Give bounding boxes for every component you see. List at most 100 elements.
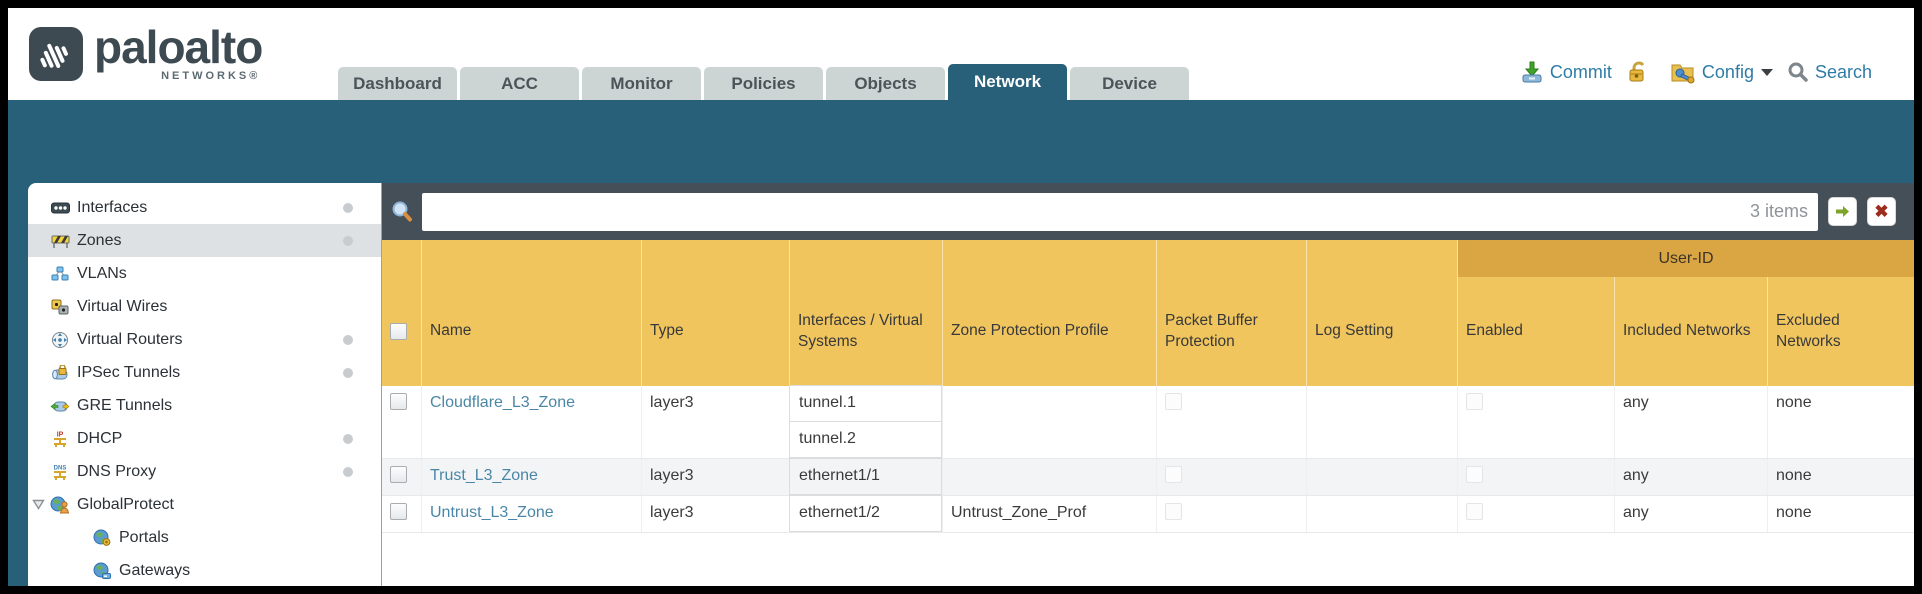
column-header-label: Type	[650, 322, 684, 340]
tab-monitor[interactable]: Monitor	[582, 67, 701, 100]
sidebar-item-label: Zones	[77, 231, 122, 249]
tab-device[interactable]: Device	[1070, 67, 1189, 100]
header-actions: Commit Config	[1506, 60, 1872, 84]
sidebar-item-globalprotect[interactable]: GlobalProtect	[28, 488, 381, 521]
sidebar-item-gre-tunnels[interactable]: GRE Tunnels	[28, 389, 381, 422]
sidebar-item-vlans[interactable]: VLANs	[28, 257, 381, 290]
column-header-excluded-networks[interactable]: Excluded Networks	[1768, 240, 1914, 386]
sidebar-item-label: GRE Tunnels	[77, 396, 173, 414]
packet-buffer-protection-checkbox[interactable]	[1165, 503, 1182, 520]
paloalto-logo-icon	[29, 27, 83, 81]
log-setting-cell	[1307, 496, 1458, 532]
sidebar-item-virtual-wires[interactable]: Virtual Wires	[28, 290, 381, 323]
user-id-enabled-cell	[1458, 386, 1615, 458]
row-select-cell	[382, 496, 422, 532]
zone-type-cell: layer3	[642, 459, 790, 495]
tab-objects[interactable]: Objects	[826, 67, 945, 100]
packet-buffer-protection-cell	[1157, 386, 1307, 458]
column-header-label: Name	[430, 322, 472, 340]
sidebar-item-virtual-routers[interactable]: Virtual Routers	[28, 323, 381, 356]
svg-text:IP: IP	[57, 431, 64, 438]
included-networks-cell: any	[1615, 496, 1768, 532]
included-networks-cell: any	[1615, 386, 1768, 458]
user-id-enabled-checkbox[interactable]	[1466, 503, 1483, 520]
interfaces-cell: ethernet1/1	[789, 458, 943, 495]
column-header-type[interactable]: Type	[642, 240, 790, 386]
packet-buffer-protection-checkbox[interactable]	[1165, 466, 1182, 483]
packet-buffer-protection-cell	[1157, 459, 1307, 495]
commit-button[interactable]: Commit	[1520, 60, 1612, 84]
tab-policies[interactable]: Policies	[704, 67, 823, 100]
select-all-checkbox[interactable]	[390, 323, 407, 340]
presence-dot-icon	[343, 367, 353, 378]
zone-name-link[interactable]: Untrust_L3_Zone	[430, 504, 554, 521]
filter-input[interactable]	[422, 192, 1750, 231]
sidebar-item-label: VLANs	[77, 264, 127, 282]
sidebar-item-label: Gateways	[119, 561, 191, 579]
filter-search-icon[interactable]	[390, 200, 414, 224]
user-id-enabled-cell	[1458, 459, 1615, 495]
excluded-networks-cell: none	[1768, 459, 1914, 495]
column-header-label: Log Setting	[1315, 322, 1394, 340]
row-checkbox[interactable]	[390, 466, 407, 483]
column-header-name[interactable]: Name	[422, 240, 642, 386]
zone-protection-profile-cell	[943, 386, 1157, 458]
lock-button[interactable]	[1626, 60, 1656, 84]
presence-dot-icon	[343, 334, 353, 345]
user-id-enabled-checkbox[interactable]	[1466, 393, 1483, 410]
row-checkbox[interactable]	[390, 503, 407, 520]
sidebar-item-portals[interactable]: Portals	[28, 521, 381, 554]
zone-name-link[interactable]: Trust_L3_Zone	[430, 467, 538, 484]
sidebar-item-ipsec-tunnels[interactable]: IPSec Tunnels	[28, 356, 381, 389]
apply-filter-button[interactable]	[1828, 197, 1857, 226]
zone-protection-profile-value: Untrust_Zone_Prof	[951, 504, 1087, 521]
sidebar-item-label: GlobalProtect	[77, 495, 174, 513]
column-header-included-networks[interactable]: Included Networks	[1615, 240, 1768, 386]
column-header-log-setting[interactable]: Log Setting	[1307, 240, 1458, 386]
user-id-enabled-checkbox[interactable]	[1466, 466, 1483, 483]
included-networks-cell: any	[1615, 459, 1768, 495]
expander-triangle-icon[interactable]	[32, 499, 46, 510]
column-header-zone-protection-profile[interactable]: Zone Protection Profile	[943, 240, 1157, 386]
select-all-column-header	[382, 240, 422, 386]
zone-name-cell: Trust_L3_Zone	[422, 459, 642, 495]
zone-type-value: layer3	[650, 467, 694, 484]
sidebar-item-label: Portals	[119, 528, 169, 546]
tab-dashboard[interactable]: Dashboard	[338, 67, 457, 100]
config-menu-button[interactable]: Config	[1670, 60, 1773, 84]
column-header-label: Included Networks	[1623, 322, 1751, 340]
sidebar-item-interfaces[interactable]: Interfaces	[28, 191, 381, 224]
tab-acc[interactable]: ACC	[460, 67, 579, 100]
column-header-label: Packet Buffer Protection	[1165, 311, 1258, 350]
included-networks-value: any	[1623, 504, 1649, 521]
interface-value: ethernet1/1	[789, 458, 942, 495]
sidebar-item-label: Virtual Routers	[77, 330, 183, 348]
column-header-interfaces-virtual-systems[interactable]: Interfaces / Virtual Systems	[790, 240, 943, 386]
portals-icon	[92, 529, 112, 547]
presence-dot-icon	[343, 235, 353, 246]
sidebar-item-label: IPSec Tunnels	[77, 363, 181, 381]
sidebar-item-zones[interactable]: Zones	[28, 224, 381, 257]
clear-filter-button[interactable]: ✖	[1867, 197, 1896, 226]
excluded-networks-value: none	[1776, 394, 1812, 411]
tab-network[interactable]: Network	[948, 64, 1067, 100]
row-checkbox[interactable]	[390, 393, 407, 410]
row-select-cell	[382, 459, 422, 495]
column-header-packet-buffer-protection[interactable]: Packet Buffer Protection	[1157, 240, 1307, 386]
sidebar-item-label: Virtual Wires	[77, 297, 168, 315]
sidebar-item-gateways[interactable]: Gateways	[28, 554, 381, 586]
search-button[interactable]: Search	[1787, 61, 1872, 83]
zone-name-link[interactable]: Cloudflare_L3_Zone	[430, 394, 575, 411]
column-header-enabled[interactable]: Enabled	[1458, 240, 1615, 386]
packet-buffer-protection-checkbox[interactable]	[1165, 393, 1182, 410]
presence-dot-icon	[343, 202, 353, 213]
